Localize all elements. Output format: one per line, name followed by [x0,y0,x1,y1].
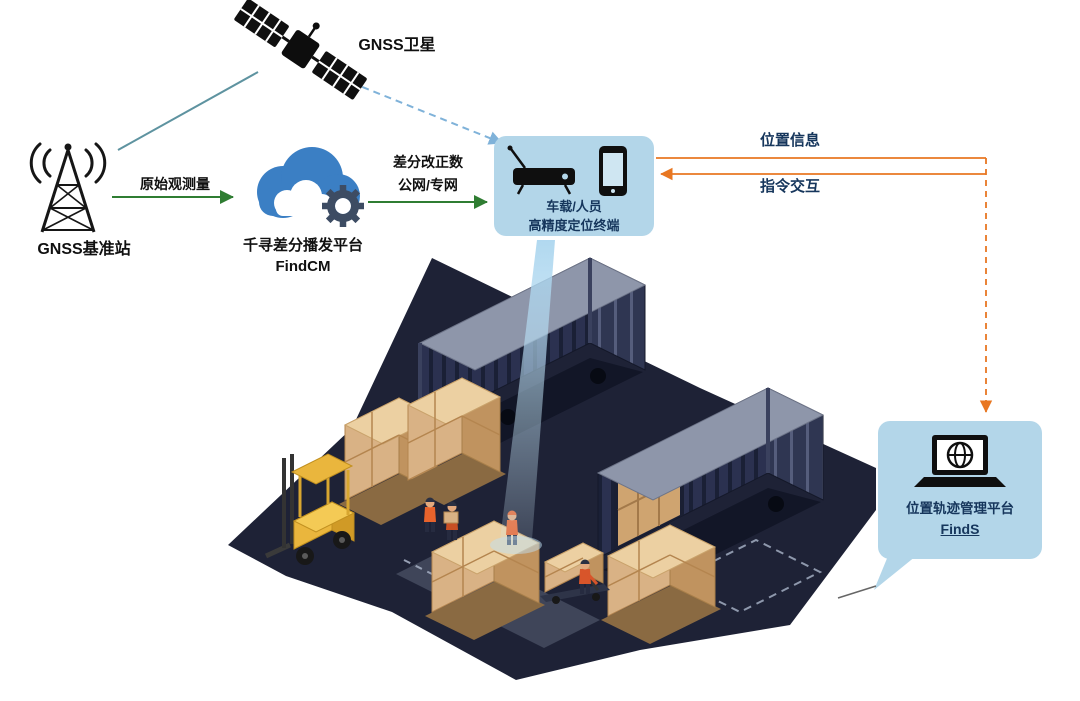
shipping-container-2 [596,387,825,584]
finds-bubble-tail [874,556,916,590]
worker-2 [443,501,459,540]
connectors [112,71,993,599]
command-interaction-label: 指令交互 [759,178,820,195]
satellite-icon [234,0,367,100]
laptop-globe-icon [914,435,1006,487]
positioning-beam [500,240,555,540]
radio-tower-icon [29,142,107,233]
platform-name: 位置轨迹管理平台 [906,501,1014,516]
worker-4 [579,559,599,594]
finds-pointer-line [837,585,877,599]
platform-product: FindS [940,520,980,537]
beam-glow [490,536,542,554]
pallet-stack-2 [402,377,506,505]
terminal-label-line1: 车载/人员 [546,199,602,214]
terminal-panel: 车载/人员 高精度定位终端 [494,136,654,236]
forklift [264,453,356,565]
position-info-label: 位置信息 [759,132,820,149]
platform-panel: 位置轨迹管理平台 FindS [878,421,1042,559]
floor-marking [673,538,823,614]
terminal-icons [507,145,627,196]
terminal-label-line2: 高精度定位终端 [528,217,620,233]
warehouse-yard-illustration [228,240,876,680]
correction-label-1: 差分改正数 [393,154,463,170]
worker-1 [424,497,436,532]
base-station-label: GNSS基准站 [37,241,131,258]
raw-observation-label: 原始观测量 [140,176,210,192]
pallet-stack-4 [601,524,721,644]
cloud-platform-name: 千寻差分播发平台 [242,237,363,254]
satellite-to-terminal-link [339,77,503,145]
correction-label-2: 公网/专网 [398,177,458,193]
satellite-to-station-link [117,71,259,151]
receiver-box-icon [507,145,575,195]
cloud-gear-icon [257,147,364,227]
cloud-platform-product: FindCM [275,258,331,275]
satellite-label: GNSS卫星 [358,37,436,54]
smartphone-icon [599,146,627,196]
pallet-jack [540,542,610,604]
